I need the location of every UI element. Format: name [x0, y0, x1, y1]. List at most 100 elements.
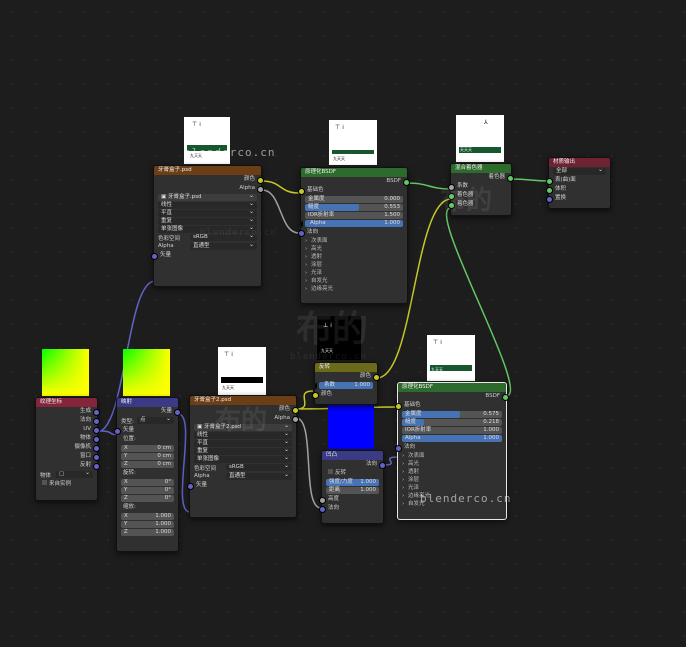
- socket-base-color-in[interactable]: [298, 188, 305, 195]
- projection-dropdown[interactable]: 平直: [158, 208, 257, 217]
- source-dropdown[interactable]: 单张图像: [194, 454, 292, 463]
- socket-color-out[interactable]: [292, 407, 299, 414]
- panel-sheen[interactable]: 光泽: [301, 269, 407, 277]
- socket-surface-in[interactable]: [546, 178, 553, 185]
- socket-vector-in[interactable]: [151, 253, 158, 260]
- panel-emission[interactable]: 自发光: [398, 500, 506, 508]
- socket-shader-out[interactable]: [507, 175, 514, 182]
- node-header[interactable]: 凹凸: [322, 451, 383, 460]
- node-header[interactable]: 材质输出: [549, 158, 610, 167]
- node-header[interactable]: 映射: [117, 398, 178, 407]
- socket-color-in[interactable]: [312, 392, 319, 399]
- image-texture-node-1[interactable]: 牙膏盒子.psd 颜色 Alpha ▣ 牙膏盒子.psd 线性 平直 重复 单张…: [151, 165, 264, 287]
- socket-normal-out[interactable]: [379, 462, 386, 469]
- node-header[interactable]: 牙膏盒子.psd: [154, 166, 261, 175]
- checkbox-box[interactable]: [42, 480, 47, 485]
- socket-camera-out[interactable]: [93, 445, 100, 452]
- node-header[interactable]: 原理化BSDF: [398, 383, 506, 392]
- socket-shader-in-2[interactable]: [448, 202, 455, 209]
- node-header[interactable]: 反转: [315, 363, 377, 372]
- panel-specular[interactable]: 高光: [301, 245, 407, 253]
- alpha-mode-dropdown[interactable]: 直通型: [190, 241, 257, 250]
- extension-dropdown[interactable]: 重复: [158, 216, 257, 225]
- panel-emission[interactable]: 自发光: [301, 277, 407, 285]
- node-header[interactable]: 原理化BSDF: [301, 168, 407, 177]
- image-selector[interactable]: ▣ 牙膏盒子.psd: [158, 192, 257, 201]
- panel-coat[interactable]: 涂层: [398, 476, 506, 484]
- panel-transmission[interactable]: 透射: [301, 253, 407, 261]
- socket-window-out[interactable]: [93, 454, 100, 461]
- socket-bsdf-out[interactable]: [403, 179, 410, 186]
- socket-alpha-in[interactable]: [301, 220, 303, 228]
- node-header[interactable]: 混合着色器: [451, 164, 511, 173]
- mix-shader-node[interactable]: 混合着色器 着色器 系数 着色器 着色器: [448, 163, 514, 216]
- socket-color-out[interactable]: [373, 374, 380, 381]
- image-selector[interactable]: ▣ 牙膏盒子2.psd: [194, 422, 292, 431]
- socket-normal-in[interactable]: [395, 445, 402, 452]
- socket-vector-out[interactable]: [174, 409, 181, 416]
- alpha-mode-dropdown[interactable]: 直通型: [226, 471, 292, 480]
- socket-alpha-out[interactable]: [257, 186, 264, 193]
- source-dropdown[interactable]: 单张图像: [158, 224, 257, 233]
- socket-uv-out[interactable]: [93, 427, 100, 434]
- socket-displacement-in[interactable]: [546, 196, 553, 203]
- socket-fac-in[interactable]: [315, 382, 317, 390]
- interpolation-dropdown[interactable]: 线性: [158, 200, 257, 209]
- socket-fac-in[interactable]: [448, 184, 455, 191]
- panel-edge-light[interactable]: 边缘亮光: [398, 492, 506, 500]
- panel-subsurface[interactable]: 次表面: [398, 452, 506, 460]
- panel-subsurface[interactable]: 次表面: [301, 237, 407, 245]
- socket-alpha-out[interactable]: [292, 416, 299, 423]
- invert-checkbox[interactable]: 反转: [322, 469, 383, 478]
- material-output-node[interactable]: 材质输出 全部 表(曲)面 体积 置换: [546, 157, 611, 209]
- extension-dropdown[interactable]: 重复: [194, 446, 292, 455]
- socket-normal-in[interactable]: [319, 506, 326, 513]
- colorspace-dropdown[interactable]: sRGB: [190, 232, 257, 241]
- socket-object-out[interactable]: [93, 436, 100, 443]
- panel-edge-light[interactable]: 边缘亮光: [301, 285, 407, 293]
- panel-specular[interactable]: 高光: [398, 460, 506, 468]
- node-header[interactable]: 牙膏盒子2.psd: [190, 396, 296, 405]
- socket-generated-out[interactable]: [93, 409, 100, 416]
- from-instancer-checkbox[interactable]: 来自实例: [36, 480, 97, 489]
- node-header[interactable]: 纹理坐标: [36, 398, 97, 407]
- socket-base-color-in[interactable]: [395, 403, 402, 410]
- projection-dropdown[interactable]: 平直: [194, 438, 292, 447]
- socket-reflection-out[interactable]: [93, 463, 100, 470]
- mapping-type-dropdown[interactable]: 点: [137, 415, 174, 424]
- image-texture-node-2[interactable]: 牙膏盒子2.psd 颜色 Alpha ▣ 牙膏盒子2.psd 线性 平直 重复 …: [187, 395, 299, 518]
- target-dropdown[interactable]: 全部: [553, 166, 606, 175]
- socket-normal-in[interactable]: [298, 230, 305, 237]
- interpolation-dropdown[interactable]: 线性: [194, 430, 292, 439]
- panel-sheen[interactable]: 光泽: [398, 484, 506, 492]
- object-picker[interactable]: ▢: [56, 469, 93, 478]
- panel-coat[interactable]: 涂层: [301, 261, 407, 269]
- socket-height-in[interactable]: [319, 497, 326, 504]
- socket-vector-in[interactable]: [114, 428, 121, 435]
- texture-coordinate-node[interactable]: 纹理坐标 生成 法向 UV 物体 摄像机 窗口 反射 物体▢ 来自实例: [35, 397, 100, 501]
- checkbox-box[interactable]: [328, 469, 333, 474]
- socket-vector-in[interactable]: [187, 483, 194, 490]
